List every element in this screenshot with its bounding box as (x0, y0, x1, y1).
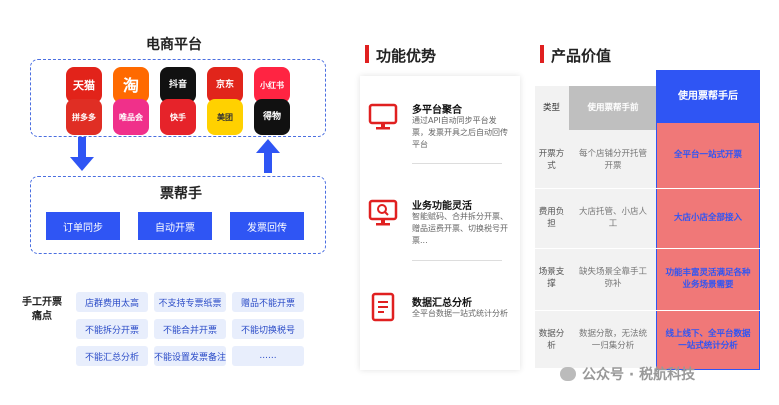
pain-item: ...... (232, 346, 304, 366)
tmall-icon: 天猫 (66, 67, 102, 103)
row-before: 数据分散，无法统一归集分析 (578, 329, 647, 351)
features-title-bar (365, 45, 369, 63)
value-title-bar (540, 45, 544, 63)
row-before: 每个店铺分开托管开票 (578, 149, 647, 171)
value-title: 产品价值 (551, 47, 612, 65)
table-head-type: 类型 (542, 103, 560, 113)
row-type: 场景支撑 (538, 267, 565, 289)
feature-desc: 全平台数据一站式统计分析 (412, 309, 508, 318)
meituan-icon: 美团 (207, 99, 243, 135)
feature-divider (412, 163, 502, 164)
value-table (535, 86, 657, 368)
row-after: 线上线下、全平台数据一站式统计分析 (665, 329, 751, 351)
down-arrow-icon (70, 137, 94, 171)
document-icon (371, 292, 395, 322)
pain-label-line2: 痛点 (32, 311, 52, 322)
monitor-icon (368, 103, 398, 130)
xiaohongshu-icon: 小红书 (254, 67, 290, 103)
row-after: 功能丰富灵活满足各种业务场景需要 (665, 268, 751, 290)
pain-label-line1: 手工开票 (22, 297, 62, 308)
piaobang-title: 票帮手 (160, 186, 202, 202)
pain-item: 不能合并开票 (154, 319, 226, 339)
pain-item: 不能拆分开票 (76, 319, 148, 339)
pain-item: 不能切换税号 (232, 319, 304, 339)
row-divider (535, 188, 760, 189)
row-before: 缺失场景全靠手工弥补 (578, 267, 647, 289)
pinduoduo-icon: 拼多多 (66, 99, 102, 135)
pain-item: 不能设置发票备注 (154, 346, 226, 366)
pain-item: 不支持专票纸票 (154, 292, 226, 312)
row-type: 费用负担 (538, 207, 565, 229)
pain-item: 不能汇总分析 (76, 346, 148, 366)
pain-item: 店群费用太高 (76, 292, 148, 312)
row-after: 大店小店全部接入 (673, 213, 742, 223)
invoice-return-button[interactable]: 发票回传 (230, 212, 304, 240)
feature-divider (412, 260, 502, 261)
features-title: 功能优势 (376, 47, 437, 65)
feature-title: 业务功能灵活 (412, 201, 472, 212)
ecom-title: 电商平台 (146, 37, 202, 53)
taobao-icon: 淘 (113, 67, 149, 103)
auto-invoice-button[interactable]: 自动开票 (138, 212, 212, 240)
table-head-after: 使用票帮手后 (657, 71, 759, 123)
row-before: 大店托管、小店人工 (578, 207, 647, 229)
jd-icon: 京东 (207, 67, 243, 103)
ecom-platform-box (30, 59, 326, 137)
order-sync-button[interactable]: 订单同步 (46, 212, 120, 240)
piaobang-box (30, 176, 326, 254)
row-type: 数据分析 (538, 329, 565, 351)
row-divider (535, 248, 760, 249)
row-divider (535, 310, 760, 311)
feature-desc: 智能赋码、合并拆分开票、赠品运费开票、切换税号开票... (412, 212, 508, 245)
kuaishou-icon: 快手 (160, 99, 196, 135)
feature-title: 多平台聚合 (412, 105, 462, 116)
feature-title: 数据汇总分析 (412, 298, 472, 309)
pain-item: 赠品不能开票 (232, 292, 304, 312)
up-arrow-icon (256, 139, 280, 173)
vip-icon: 唯品会 (113, 99, 149, 135)
row-type: 开票方式 (538, 149, 565, 171)
dewu-icon: 得物 (254, 99, 290, 135)
row-after: 全平台一站式开票 (673, 150, 742, 160)
search-monitor-icon (368, 199, 398, 226)
pain-label: 手工开票 痛点 (22, 296, 62, 324)
douyin-icon: 抖音 (160, 67, 196, 103)
wechat-icon (560, 367, 576, 381)
watermark-text: 公众号 · 税航科技 (582, 367, 696, 383)
feature-desc: 通过API自动同步平台发票，发票开具之后自动回传平台 (412, 116, 508, 149)
table-head-before: 使用票帮手前 (569, 86, 657, 130)
